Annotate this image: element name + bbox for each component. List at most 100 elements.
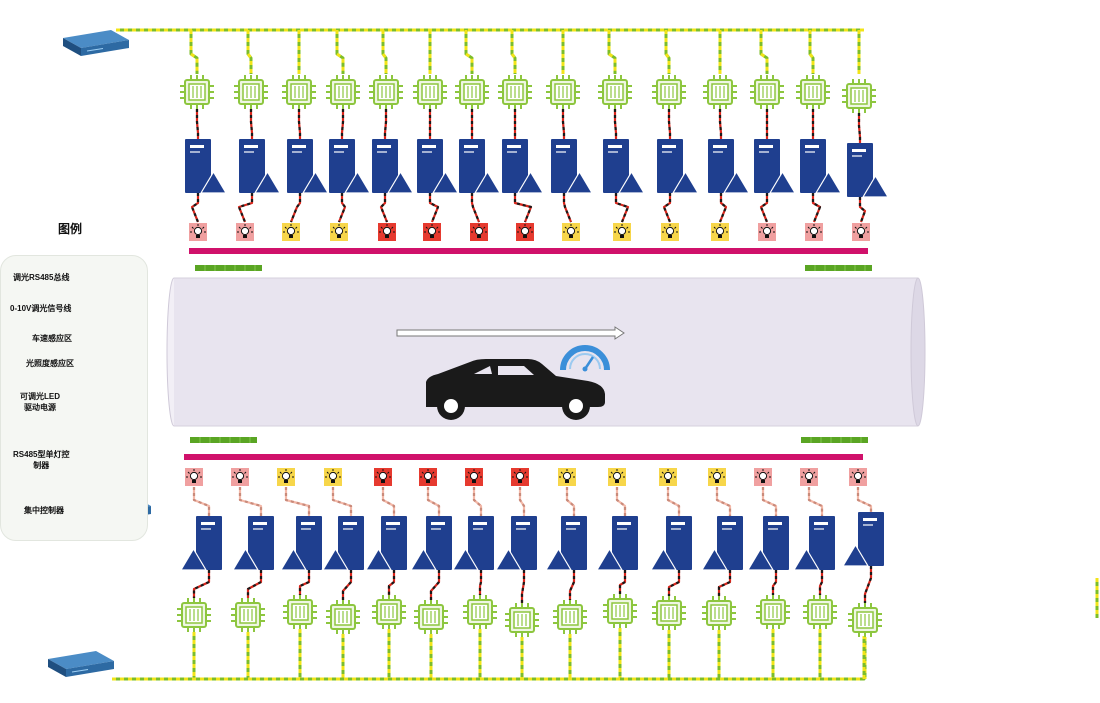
rs485-single-lamp-controller-icon xyxy=(498,75,532,109)
rs485-single-lamp-controller-icon xyxy=(702,596,736,630)
lux-sensing-zone-top-right xyxy=(805,265,872,271)
rs485-single-lamp-controller-icon xyxy=(413,75,447,109)
lux-sensing-zone-top-left xyxy=(195,265,262,271)
dimming-wire xyxy=(565,487,576,516)
dimmable-led-driver-icon xyxy=(287,139,330,194)
dimming-wire xyxy=(520,570,526,603)
dimming-wire xyxy=(237,193,254,223)
dimmable-led-driver-icon xyxy=(409,516,452,571)
rs485-single-lamp-controller-icon xyxy=(455,75,489,109)
dimmable-led-driver-icon xyxy=(657,139,700,194)
dimming-wire xyxy=(614,193,630,223)
rs485-single-lamp-controller-icon xyxy=(848,603,882,637)
dimmable-led-driver-icon xyxy=(746,516,789,571)
dimmable-led-driver-icon xyxy=(551,139,594,194)
dimming-wire xyxy=(615,487,627,516)
dimmable-led-driver-icon xyxy=(754,139,797,194)
dimming-wire xyxy=(761,487,778,516)
dimming-wire xyxy=(715,487,732,516)
lamp-red-icon xyxy=(511,468,529,486)
dimmable-led-driver-icon xyxy=(841,512,884,567)
central-controller-icon xyxy=(63,30,129,56)
dimming-wire xyxy=(379,193,389,223)
rs485-single-lamp-controller-icon xyxy=(546,75,580,109)
dimming-wire xyxy=(238,487,263,516)
rs485-bus xyxy=(759,30,769,74)
dimming-wire xyxy=(383,109,388,139)
rs485-single-lamp-controller-icon xyxy=(603,594,637,628)
dimming-wire xyxy=(513,193,533,223)
dimming-wire xyxy=(818,570,824,595)
legend-title: 图例 xyxy=(58,222,83,236)
legend-label-speed: 车速感应区 xyxy=(32,334,72,343)
dimmable-led-driver-icon xyxy=(847,143,890,198)
rs485-single-lamp-controller-icon xyxy=(283,595,317,629)
lux-sensing-zone-bottom-right xyxy=(801,437,868,443)
rs485-single-lamp-controller-icon xyxy=(231,598,265,632)
dimming-wire xyxy=(331,487,353,516)
legend-label-central: 集中控制器 xyxy=(24,506,64,515)
dimmable-led-driver-icon xyxy=(708,139,751,194)
dimming-wire xyxy=(518,487,526,516)
lamp-red-icon xyxy=(470,223,488,241)
dimming-wire xyxy=(811,193,822,223)
dimming-wire xyxy=(192,570,211,598)
legend-panel xyxy=(0,255,148,541)
dimming-wire xyxy=(478,570,483,595)
rs485-single-lamp-controller-icon xyxy=(463,595,497,629)
rs485-single-lamp-controller-icon xyxy=(414,600,448,634)
lamp-yellow-icon xyxy=(608,468,626,486)
legend-label-lux: 光照度感应区 xyxy=(26,359,74,368)
dimming-wire xyxy=(249,109,254,139)
lamp-yellow-icon xyxy=(562,223,580,241)
legend-label-driver: 可调光LED 驱动电源 xyxy=(20,392,60,412)
lamp-yellow-icon xyxy=(330,223,348,241)
lamp-yellow-icon xyxy=(708,468,726,486)
dimmable-led-driver-icon xyxy=(179,516,222,571)
rs485-single-lamp-controller-icon xyxy=(177,598,211,632)
dimming-wire xyxy=(807,487,824,516)
dimming-wire xyxy=(246,570,263,598)
rs485-single-lamp-controller-icon xyxy=(372,595,406,629)
dimmable-led-driver-icon xyxy=(800,139,843,194)
dimming-wire xyxy=(426,487,441,516)
lamp-yellow-icon xyxy=(661,223,679,241)
rs485-bus xyxy=(246,30,253,74)
lamp-yellow-icon xyxy=(711,223,729,241)
dimming-wire xyxy=(863,566,873,603)
dimming-wire xyxy=(298,570,311,595)
dimmable-led-driver-icon xyxy=(321,516,364,571)
dimmable-led-driver-icon xyxy=(792,516,835,571)
legend-label-single: RS485型单灯控 制器 xyxy=(13,450,70,470)
rs485-single-lamp-controller-icon xyxy=(756,595,790,629)
lamp-light-icon xyxy=(189,223,207,241)
rs485-bus xyxy=(607,30,617,74)
sensing-zones xyxy=(184,248,872,460)
dimming-wire xyxy=(568,570,576,600)
dimming-wire xyxy=(337,193,347,223)
dimmable-led-driver-icon xyxy=(494,516,537,571)
rs485-single-lamp-controller-icon xyxy=(652,596,686,630)
dimming-wire xyxy=(289,193,302,223)
dimming-wire xyxy=(718,109,723,139)
lamp-yellow-icon xyxy=(659,468,677,486)
dimming-wire xyxy=(562,193,573,223)
car-icon xyxy=(426,359,605,420)
lamp-yellow-icon xyxy=(277,468,295,486)
dimming-wire xyxy=(662,193,672,223)
dimmable-led-driver-icon xyxy=(451,516,494,571)
dimming-wire xyxy=(771,570,778,595)
dimmable-led-driver-icon xyxy=(329,139,372,194)
dimming-wire xyxy=(340,109,345,139)
rs485-single-lamp-controller-icon xyxy=(505,603,539,637)
rs485-single-lamp-controller-icon xyxy=(842,79,876,113)
legend-label-dim: 0-10V调光信号线 xyxy=(10,304,72,313)
dimming-wire xyxy=(717,570,732,596)
rs485-single-lamp-controller-icon xyxy=(553,600,587,634)
lamp-red-icon xyxy=(419,468,437,486)
speed-sensing-zone-bottom xyxy=(184,454,863,460)
dimmable-led-driver-icon xyxy=(231,516,274,571)
rs485-bus xyxy=(189,30,199,74)
dimming-wire xyxy=(428,193,440,223)
